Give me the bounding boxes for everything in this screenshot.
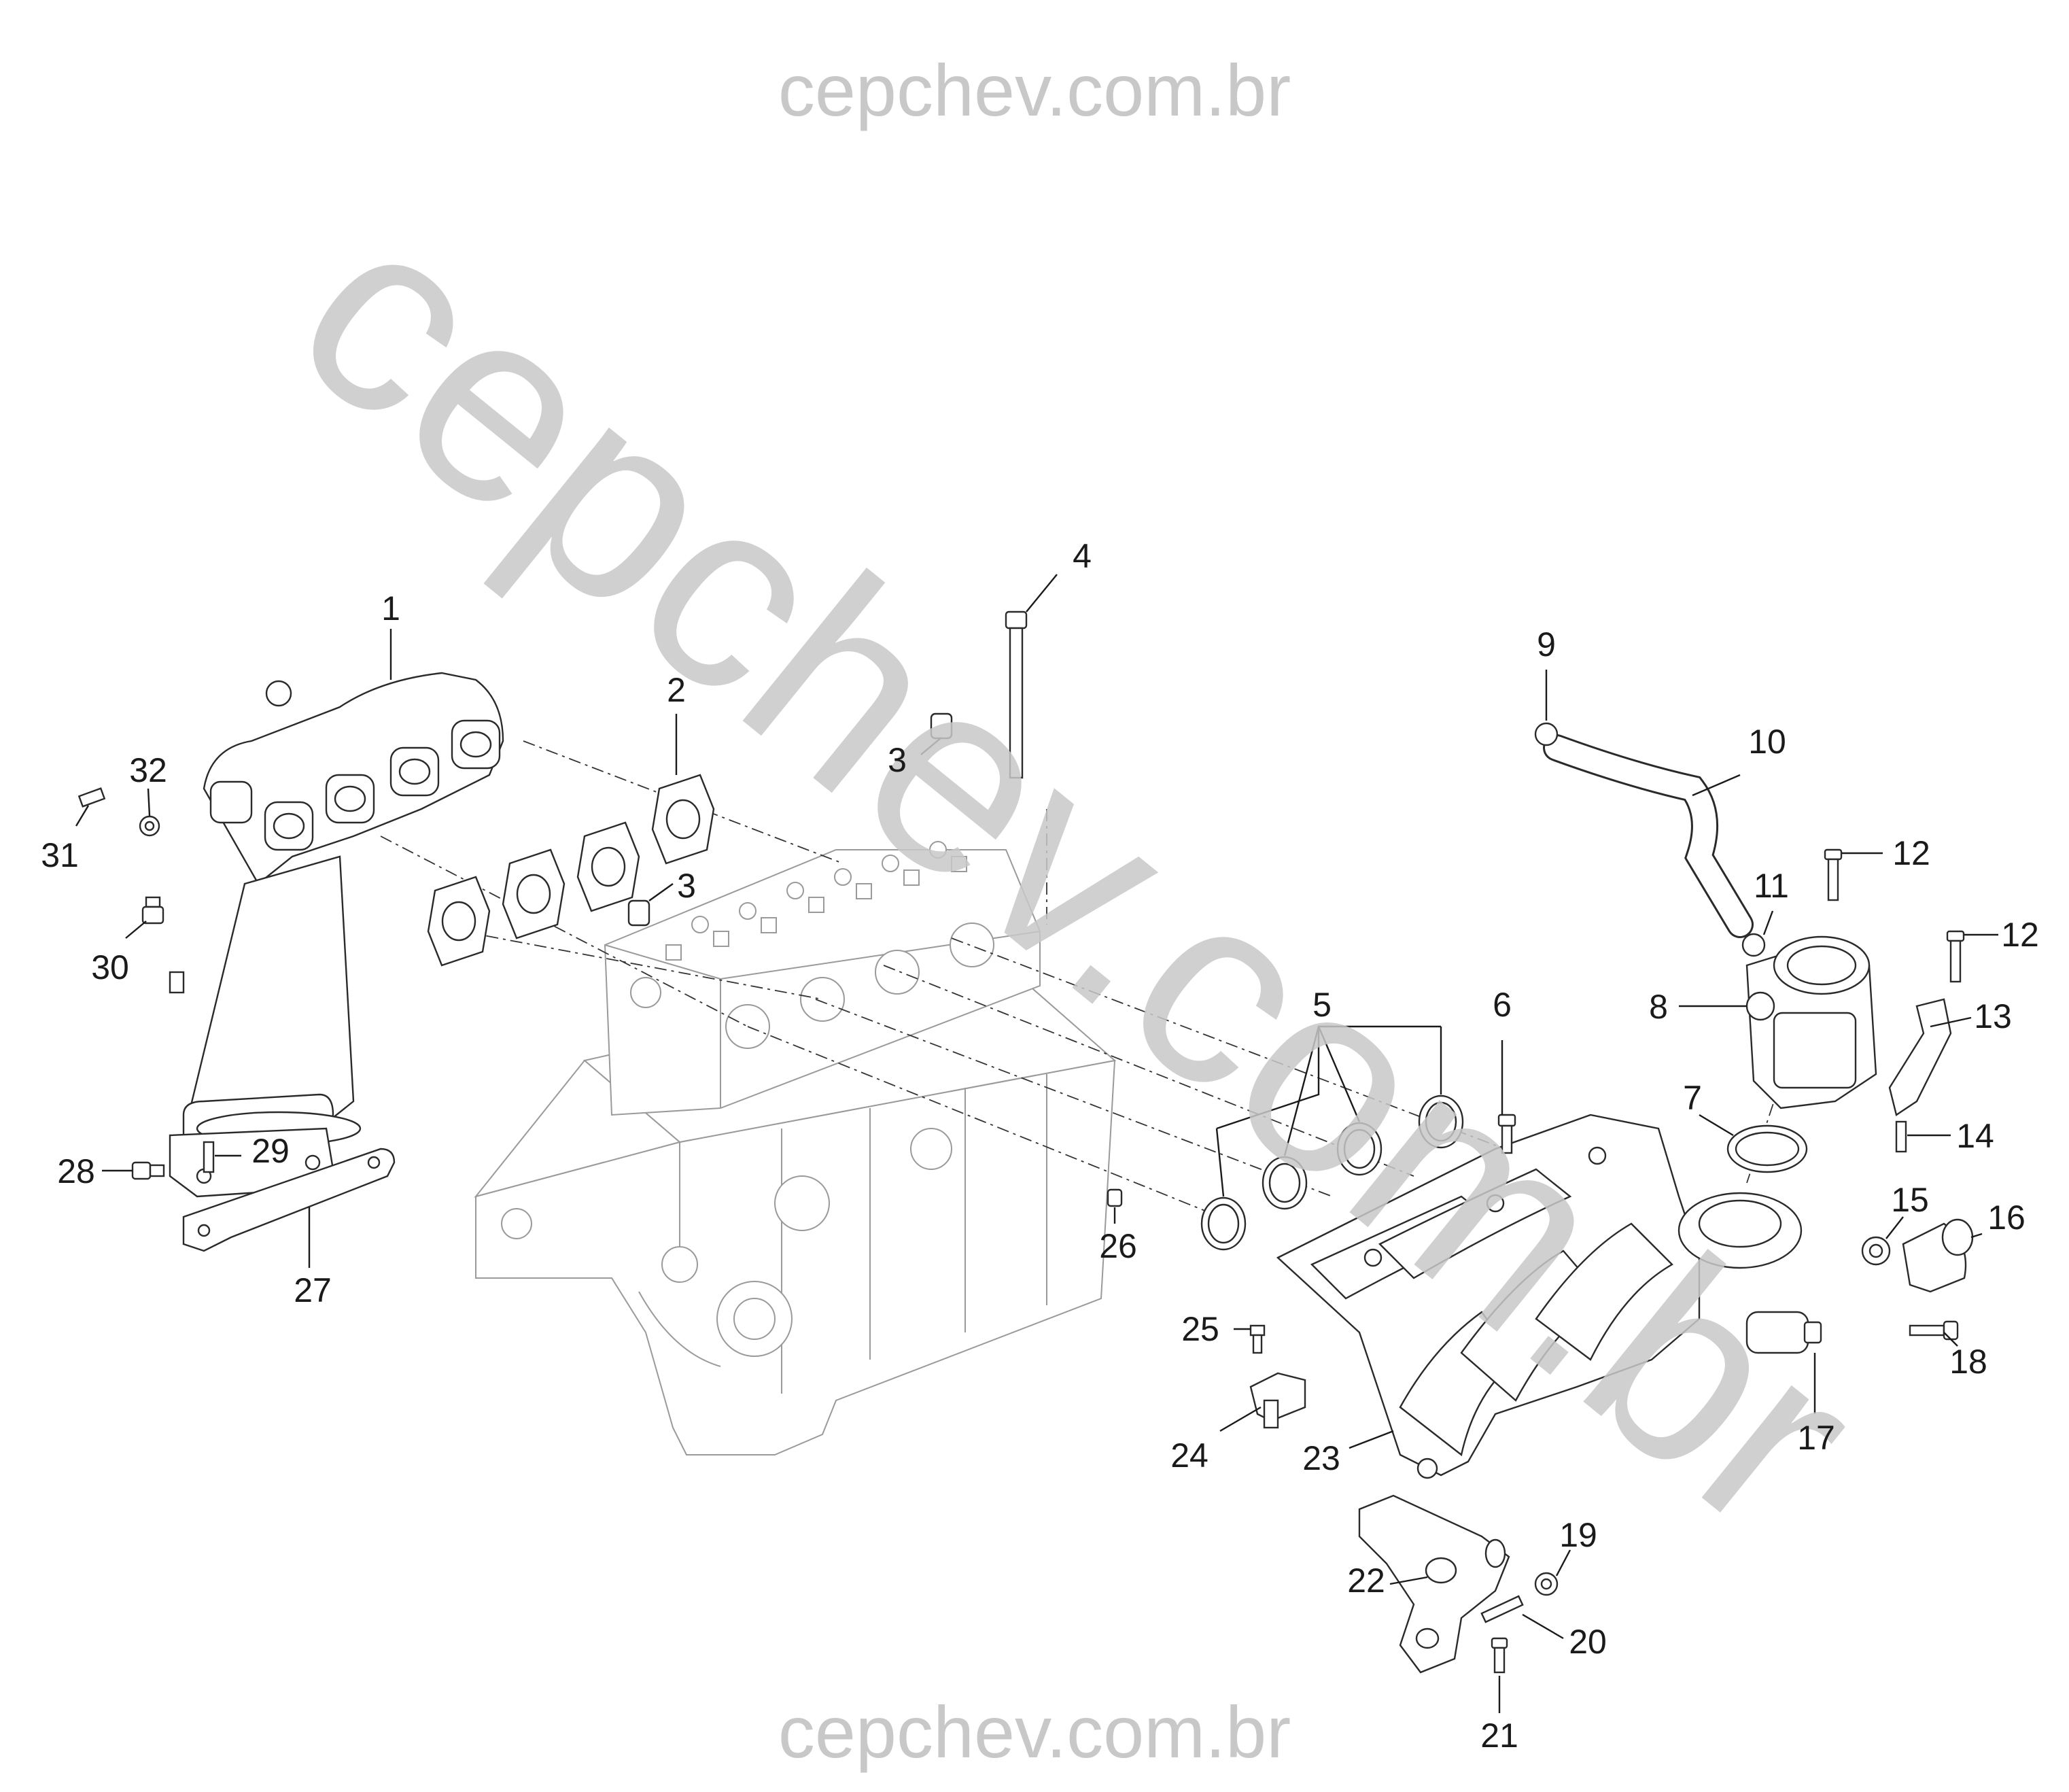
exhaust-gaskets xyxy=(427,774,715,967)
callout-labels: 1 2 3 3 4 5 6 7 8 9 10 11 12 12 13 14 15… xyxy=(41,537,2039,1755)
exhaust-manifold-catalytic-converter xyxy=(169,672,504,1198)
callout-27: 27 xyxy=(294,1271,332,1309)
stud-14 xyxy=(1895,1120,1907,1153)
callout-22: 22 xyxy=(1347,1562,1385,1600)
callout-9: 9 xyxy=(1537,625,1556,664)
callout-10: 10 xyxy=(1748,723,1786,761)
intake-gasket-rings xyxy=(1200,1095,1464,1251)
sensor-17 xyxy=(1745,1311,1822,1354)
callout-7: 7 xyxy=(1683,1079,1702,1117)
callout-14: 14 xyxy=(1956,1117,1994,1155)
callout-30: 30 xyxy=(91,948,129,986)
hose-clamp-upper xyxy=(1534,722,1559,746)
callout-25: 25 xyxy=(1181,1310,1219,1348)
throttle-bracket xyxy=(1888,998,1952,1116)
support-bracket-22 xyxy=(1358,1494,1510,1674)
callout-31: 31 xyxy=(41,836,79,874)
callout-32: 32 xyxy=(129,751,167,789)
callout-2: 2 xyxy=(667,671,686,709)
plug-26 xyxy=(1107,1188,1123,1207)
callout-15: 15 xyxy=(1891,1181,1929,1219)
nut-32 xyxy=(139,815,160,837)
hose-clamp-lower xyxy=(1741,933,1766,957)
watermark-header: cepchev.com.br xyxy=(778,49,1291,131)
callout-29: 29 xyxy=(251,1132,290,1170)
callout-28: 28 xyxy=(57,1152,95,1190)
callout-5: 5 xyxy=(1312,986,1332,1024)
leader-lines xyxy=(75,574,1998,1713)
exhaust-port-flanges xyxy=(209,680,501,851)
callout-12-upper: 12 xyxy=(1892,834,1930,872)
callout-26: 26 xyxy=(1099,1227,1137,1265)
throttle-body-gasket xyxy=(1726,1124,1808,1173)
callout-23: 23 xyxy=(1302,1439,1340,1477)
callout-4: 4 xyxy=(1073,537,1092,575)
stud-20 xyxy=(1480,1595,1524,1623)
bolt-21 xyxy=(1491,1637,1508,1674)
callout-16: 16 xyxy=(1987,1199,2025,1237)
sensor-24 xyxy=(1249,1372,1306,1429)
cam-cap-row xyxy=(665,841,967,961)
callout-3-lower: 3 xyxy=(677,867,696,905)
heat-shield-bracket-27 xyxy=(182,1148,396,1252)
cylinder-head-bolt xyxy=(1005,610,1028,779)
callout-24: 24 xyxy=(1170,1436,1209,1475)
callout-21: 21 xyxy=(1480,1717,1518,1755)
callout-12-right: 12 xyxy=(2001,916,2039,954)
intake-manifold xyxy=(1276,1114,1803,1479)
stud-31 xyxy=(77,787,106,808)
callout-18: 18 xyxy=(1949,1343,1987,1381)
bolt-12-right xyxy=(1946,930,1965,983)
bolt-30 xyxy=(141,896,164,925)
callout-6: 6 xyxy=(1493,986,1512,1024)
vent-hose xyxy=(1543,734,1754,938)
cylinder-head xyxy=(604,841,1041,1116)
callout-1: 1 xyxy=(381,589,400,627)
callout-13: 13 xyxy=(1974,997,2012,1035)
callout-11: 11 xyxy=(1754,867,1789,905)
bolt-25 xyxy=(1249,1324,1266,1354)
callout-20: 20 xyxy=(1569,1623,1607,1661)
nut-19 xyxy=(1534,1572,1559,1596)
bolt-28 xyxy=(131,1161,165,1180)
throttle-body xyxy=(1745,935,1877,1109)
watermark-diagonal: cepchev.com.br xyxy=(244,156,1912,1589)
bolt-18 xyxy=(1909,1320,1959,1341)
callout-8: 8 xyxy=(1649,988,1668,1026)
callout-3-upper: 3 xyxy=(888,741,907,779)
bolt-6 xyxy=(1497,1114,1516,1154)
watermark-footer: cepchev.com.br xyxy=(778,1691,1291,1773)
dowel-sleeves xyxy=(627,712,953,927)
fitting-16 xyxy=(1902,1218,1974,1293)
bolt-12-upper xyxy=(1824,848,1843,901)
callout-17: 17 xyxy=(1797,1419,1835,1457)
nut-15 xyxy=(1861,1236,1891,1266)
callout-19: 19 xyxy=(1559,1516,1597,1554)
stud-29 xyxy=(203,1141,215,1173)
